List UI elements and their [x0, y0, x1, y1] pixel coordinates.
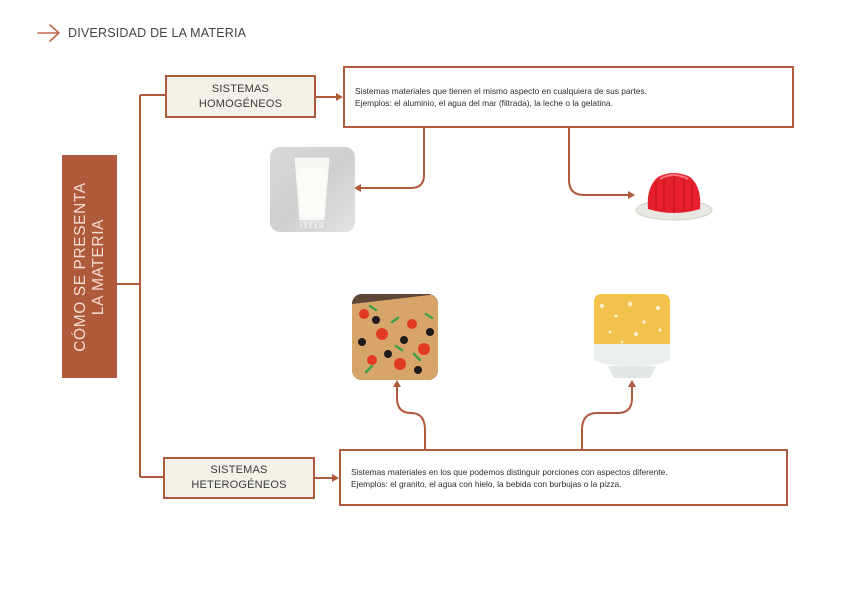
category-heterogeneous-line2: HETEROGÉNEOS: [191, 479, 287, 491]
category-heterogeneous: SISTEMAS HETEROGÉNEOS: [163, 457, 315, 499]
category-homogeneous-line1: SISTEMAS: [211, 82, 270, 95]
header: DIVERSIDAD DE LA MATERIA: [36, 22, 246, 44]
description-homogeneous-examples: Ejemplos: el aluminio, el agua del mar (…: [355, 98, 613, 108]
root-label-line2: LA MATERIA: [89, 218, 107, 315]
bubbly-drink-image: [590, 294, 674, 380]
milk-glass-image: [270, 147, 355, 232]
description-heterogeneous-examples: Ejemplos: el granito, el agua con hielo,…: [351, 478, 622, 489]
root-node: CÓMO SE PRESENTA LA MATERIA: [62, 155, 117, 378]
category-heterogeneous-line1: SISTEMAS: [210, 464, 268, 476]
description-homogeneous: Sistemas materiales que tienen el mismo …: [343, 66, 794, 128]
description-heterogeneous-definition: Sistemas materiales en los que podemos d…: [351, 466, 668, 477]
description-homogeneous-definition: Sistemas materiales que tienen el mismo …: [355, 86, 647, 96]
red-gelatin-image: [634, 165, 714, 227]
description-heterogeneous: Sistemas materiales en los que podemos d…: [339, 449, 788, 506]
pizza-image: [352, 294, 438, 380]
category-homogeneous: SISTEMAS HOMOGÉNEOS: [165, 75, 316, 118]
category-homogeneous-line2: HOMOGÉNEOS: [198, 97, 283, 110]
arrow-right-icon: [37, 24, 60, 42]
root-label: CÓMO SE PRESENTA LA MATERIA: [72, 182, 108, 352]
root-label-line1: CÓMO SE PRESENTA: [71, 181, 89, 352]
page-title: DIVERSIDAD DE LA MATERIA: [68, 26, 247, 40]
